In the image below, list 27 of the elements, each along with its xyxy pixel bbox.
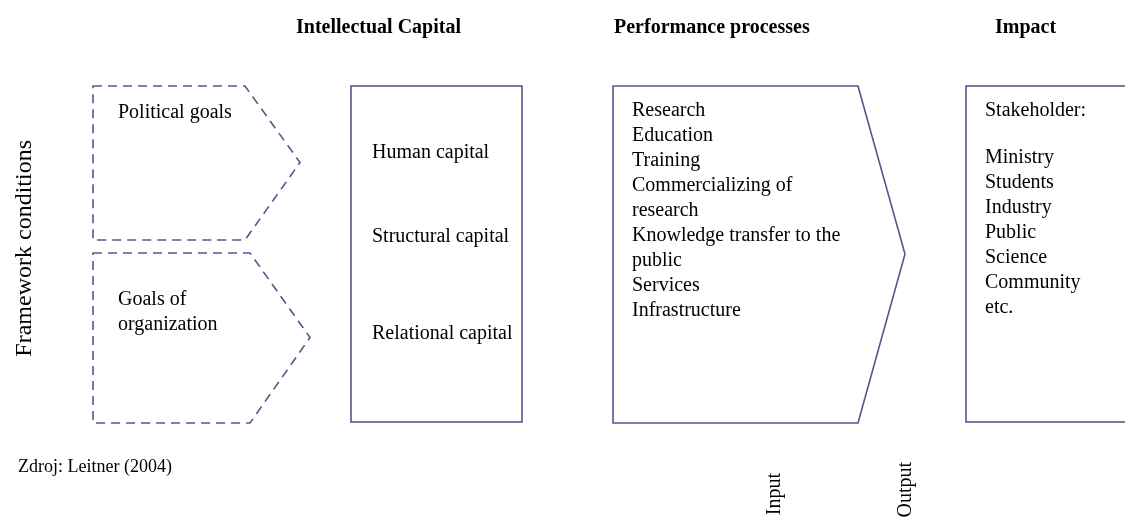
source-note: Zdroj: Leitner (2004) [18, 456, 172, 477]
axis-label: Input [762, 473, 785, 516]
item-text: Training [632, 147, 701, 172]
item-text: Knowledge transfer to the public [632, 222, 842, 272]
column-heading: Performance processes [614, 15, 810, 38]
item-text: Students [985, 169, 1054, 194]
item-text: Services [632, 272, 700, 297]
item-text: Political goals [118, 99, 232, 124]
item-text: Structural capital [372, 224, 510, 247]
item-text: Public [985, 219, 1037, 244]
item-text: Industry [985, 194, 1052, 219]
item-text: Relational capital [372, 321, 513, 344]
item-text: Human capital [372, 140, 490, 163]
item-text: Science [985, 244, 1048, 269]
item-text: Research [632, 97, 706, 122]
item-text: etc. [985, 294, 1014, 319]
item-text: Goals of organization [118, 286, 219, 336]
item-text: Community [985, 269, 1081, 294]
item-text: Commercializing of research [632, 172, 794, 222]
side-title: Framework conditions [10, 140, 37, 357]
column-heading: Intellectual Capital [296, 15, 461, 38]
item-text: Infrastructure [632, 297, 741, 322]
item-text: Education [632, 122, 714, 147]
column-heading: Impact [995, 15, 1057, 38]
item-text: Stakeholder: [985, 97, 1087, 122]
axis-label: Output [893, 462, 916, 518]
item-text: Ministry [985, 144, 1054, 169]
